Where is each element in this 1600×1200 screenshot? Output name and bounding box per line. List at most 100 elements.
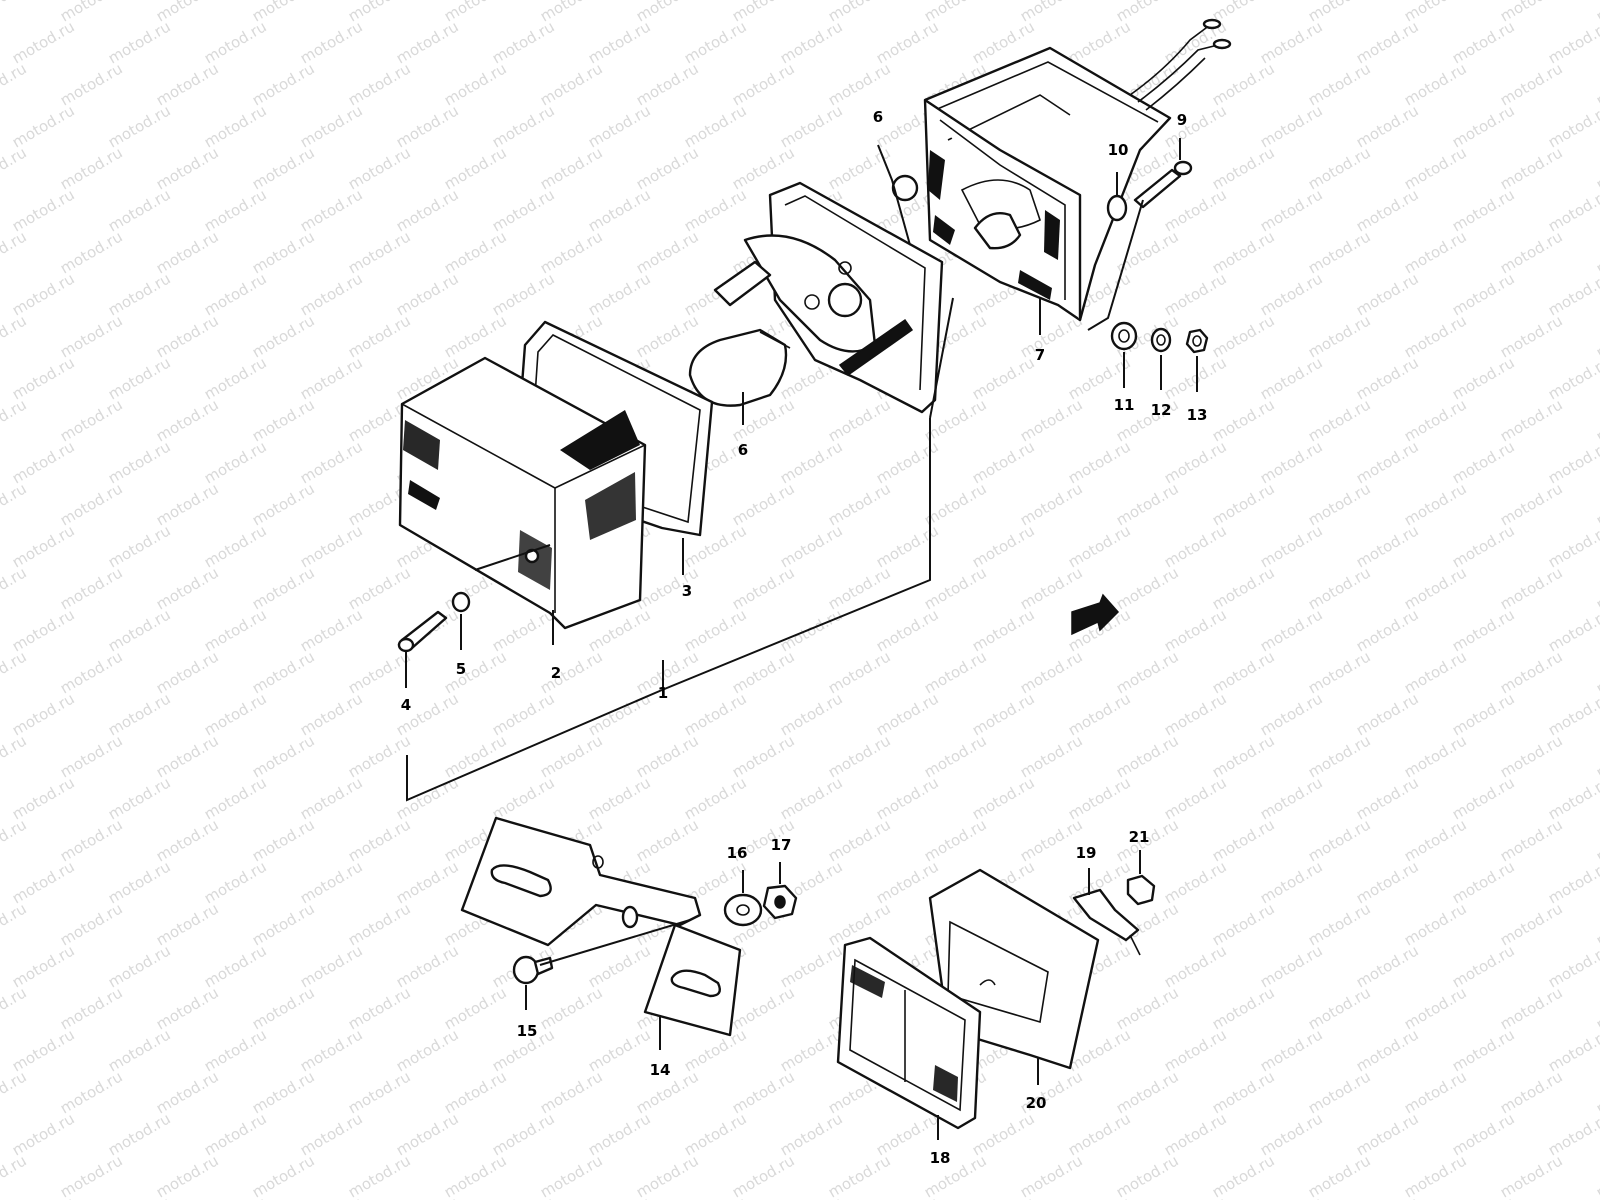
watermark-text: motod.ru [1401, 1151, 1470, 1200]
watermark-text: motod.ru [0, 563, 30, 613]
callout-3: 3 [682, 582, 692, 600]
watermark-text: motod.ru [1593, 563, 1600, 613]
watermark-text: motod.ru [345, 1151, 414, 1200]
watermark-text: motod.ru [0, 815, 30, 865]
watermark-text: motod.ru [0, 395, 30, 445]
callout-2: 2 [551, 664, 561, 682]
callout-1: 1 [658, 684, 668, 702]
license-lamp-nut[interactable] [1126, 874, 1156, 906]
callout-14: 14 [650, 1061, 671, 1079]
washer-11[interactable] [1110, 321, 1138, 351]
watermark-text: motod.ru [201, 1193, 270, 1200]
watermark-text: motod.ru [57, 1151, 126, 1200]
watermark-text: motod.ru [1593, 227, 1600, 277]
callout-10: 10 [1108, 141, 1129, 159]
watermark-text: motod.ru [1545, 521, 1600, 571]
watermark-text: motod.ru [1593, 1067, 1600, 1117]
watermark-text: motod.ru [1593, 479, 1600, 529]
watermark-text: motod.ru [0, 983, 30, 1033]
callout-4: 4 [401, 696, 411, 714]
watermark-text: motod.ru [1545, 17, 1600, 67]
bracket-washer[interactable] [723, 893, 763, 927]
watermark-text: motod.ru [0, 731, 30, 781]
watermark-text: motod.ru [9, 1193, 78, 1200]
nut-13[interactable] [1185, 328, 1209, 354]
watermark-text: motod.ru [1593, 815, 1600, 865]
watermark-text: motod.ru [297, 1193, 366, 1200]
callout-18: 18 [930, 1149, 951, 1167]
watermark-text: motod.ru [1353, 1193, 1422, 1200]
watermark-text: motod.ru [1545, 185, 1600, 235]
watermark-text: motod.ru [1545, 353, 1600, 403]
watermark-text: motod.ru [1545, 773, 1600, 823]
lens-washer[interactable] [451, 591, 471, 613]
license-lamp-socket[interactable] [1072, 888, 1141, 956]
watermark-text: motod.ru [1545, 605, 1600, 655]
rear-housing[interactable] [923, 46, 1172, 322]
callout-15: 15 [517, 1022, 538, 1040]
watermark-text: motod.ru [1305, 1151, 1374, 1200]
bracket-bolt[interactable] [512, 955, 554, 985]
watermark-text: motod.ru [585, 1193, 654, 1200]
spacer-washer[interactable] [1106, 194, 1128, 222]
callout-5: 5 [456, 660, 466, 678]
license-lamp-lens[interactable] [836, 936, 982, 1130]
watermark-text: motod.ru [1593, 143, 1600, 193]
watermark-text: motod.ru [1545, 941, 1600, 991]
watermark-text: motod.ru [825, 1151, 894, 1200]
watermark-text: motod.ru [489, 1193, 558, 1200]
callout-12: 12 [1151, 401, 1172, 419]
leader-lines [405, 138, 1198, 1140]
callout-6-lower: 6 [738, 441, 748, 459]
watermark-text: motod.ru [681, 1193, 750, 1200]
watermark-text: motod.ru [1113, 1151, 1182, 1200]
watermark-text: motod.ru [1593, 731, 1600, 781]
watermark-text: motod.ru [0, 899, 30, 949]
watermark-text: motod.ru [777, 1193, 846, 1200]
bulb-upper[interactable] [973, 211, 1022, 250]
callout-16: 16 [727, 844, 748, 862]
bulb-lower[interactable] [688, 328, 791, 407]
watermark-text: motod.ru [0, 1067, 30, 1117]
watermark-text: motod.ru [441, 1151, 510, 1200]
watermark-text: motod.ru [1545, 689, 1600, 739]
watermark-text: motod.ru [1545, 857, 1600, 907]
watermark-text: motod.ru [1593, 1151, 1600, 1200]
bracket-nut[interactable] [762, 884, 798, 920]
mounting-bracket[interactable] [460, 816, 742, 1037]
watermark-text: motod.ru [0, 0, 30, 25]
watermark-text: motod.ru [1593, 647, 1600, 697]
watermark-text: motod.ru [1017, 1151, 1086, 1200]
watermark-text: motod.ru [1593, 0, 1600, 25]
mount-bolt[interactable] [1133, 160, 1193, 209]
watermark-text: motod.ru [1161, 1193, 1230, 1200]
front-direction-arrow [1071, 593, 1120, 636]
callout-20: 20 [1026, 1094, 1047, 1112]
watermark-text: motod.ru [393, 1193, 462, 1200]
watermark-text: motod.ru [1593, 311, 1600, 361]
watermark-text: motod.ru [1545, 437, 1600, 487]
watermark-text: motod.ru [969, 1193, 1038, 1200]
lens-screw[interactable] [397, 610, 448, 653]
socket-plate[interactable] [713, 174, 944, 414]
watermark-text: motod.ru [0, 479, 30, 529]
watermark-text: motod.ru [153, 1151, 222, 1200]
lens[interactable] [398, 356, 647, 630]
watermark-text: motod.ru [537, 1151, 606, 1200]
callout-11: 11 [1114, 396, 1135, 414]
watermark-text: motod.ru [633, 1151, 702, 1200]
wire-harness [1129, 18, 1232, 111]
watermark-text: motod.ru [1257, 1193, 1326, 1200]
watermark-text: motod.ru [1545, 101, 1600, 151]
washer-12[interactable] [1150, 327, 1172, 353]
watermark-text: motod.ru [1545, 1193, 1600, 1200]
callout-21: 21 [1129, 828, 1150, 846]
watermark-text: motod.ru [0, 227, 30, 277]
watermark-text: motod.ru [0, 311, 30, 361]
watermark-text: motod.ru [1593, 983, 1600, 1033]
watermark-text: motod.ru [1449, 1193, 1518, 1200]
watermark-text: motod.ru [1593, 59, 1600, 109]
callout-9: 9 [1177, 111, 1187, 129]
